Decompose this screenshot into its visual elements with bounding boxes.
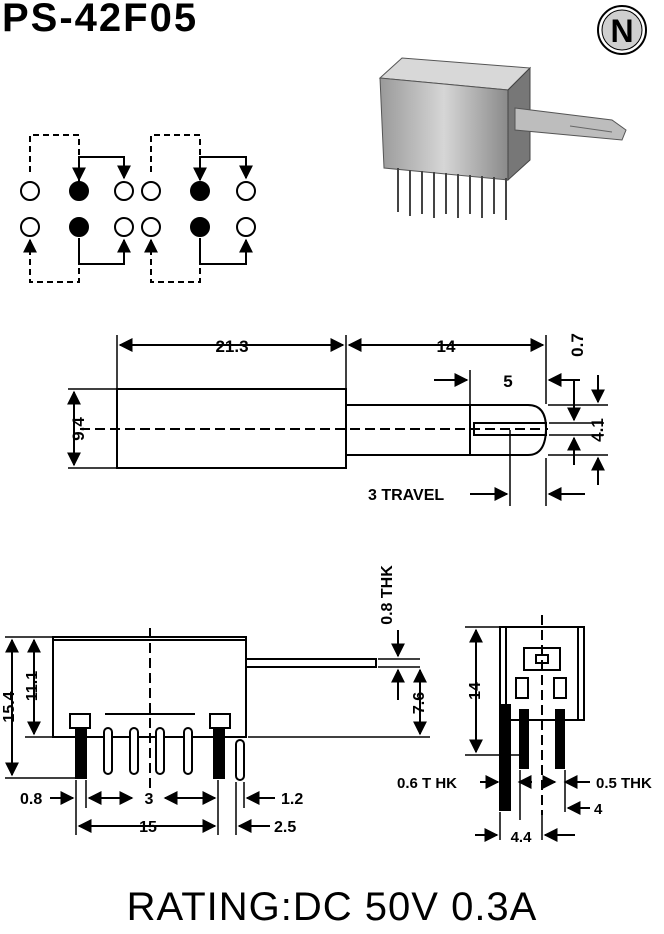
rating-text: RATING:DC 50V 0.3A xyxy=(126,885,538,929)
dim-thickness: 0.8 THK xyxy=(379,565,396,625)
dim-length: 21.3 xyxy=(215,337,248,356)
dim-pin-gap: 1.2 xyxy=(281,791,303,808)
circuit-schematic xyxy=(20,134,256,283)
dim-pin-offset: 0.8 xyxy=(20,791,42,808)
dim-width-b: 4.4 xyxy=(511,829,533,846)
dim-shaft-width: 4.1 xyxy=(588,418,607,442)
dim-pin-pitch: 3 xyxy=(145,791,154,808)
top-view-labels: 21.3 14 5 0.7 9.4 4.1 3 TRAVEL xyxy=(69,333,607,504)
dim-thk-left: 0.6 T HK xyxy=(397,775,457,792)
product-photo xyxy=(378,57,627,220)
dim-tip-offset: 0.7 xyxy=(568,333,587,357)
dim-shaft-length: 14 xyxy=(437,337,456,356)
part-number-title: PS-42F05 xyxy=(2,0,199,40)
brand-logo: N xyxy=(597,5,647,55)
side-view xyxy=(5,628,430,835)
dim-body-height: 11.1 xyxy=(24,671,41,701)
dim-shaft-height: 7.6 xyxy=(411,692,428,714)
dim-pin-span: 15 xyxy=(139,819,157,836)
dim-travel: 3 TRAVEL xyxy=(368,487,444,504)
logo-letter: N xyxy=(610,13,633,49)
top-view xyxy=(67,335,608,506)
dim-total-height: 15.4 xyxy=(1,691,18,722)
end-view-labels: 14 0.6 T HK 0.5 THK 4 4.4 xyxy=(397,682,652,846)
dim-width-a: 4 xyxy=(594,801,603,818)
side-view-labels: 0.8 THK 15.4 11.1 7.6 0.8 3 1.2 15 2.5 xyxy=(1,565,428,836)
dim-shaft-tip: 5 xyxy=(503,372,512,391)
dim-height: 9.4 xyxy=(69,417,88,441)
dim-end-pin: 2.5 xyxy=(274,819,296,836)
dim-end-height: 14 xyxy=(467,682,484,700)
dim-thk-right: 0.5 THK xyxy=(596,775,652,792)
end-view xyxy=(465,615,590,842)
